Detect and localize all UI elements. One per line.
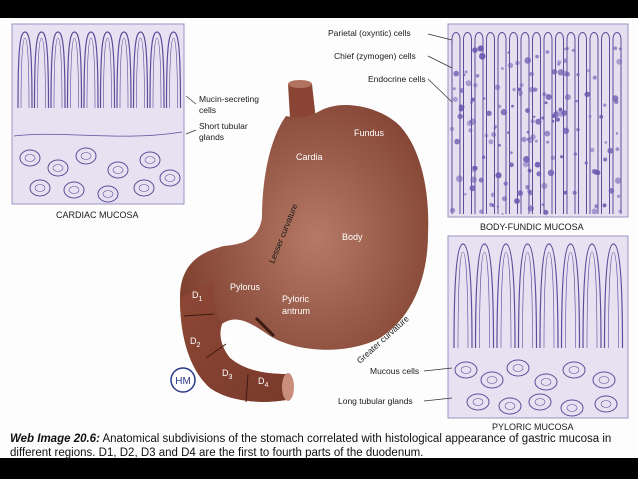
hm-logo: HM (170, 367, 196, 393)
stomach-body (180, 104, 429, 402)
mucous-cells-label: Mucous cells (370, 366, 419, 376)
pyloric-antrum-label-2: antrum (282, 306, 310, 316)
caption-title: Web Image 20.6: (10, 433, 100, 445)
parietal-label: Parietal (oxyntic) cells (328, 28, 411, 38)
cardiac-mucosa-panel (11, 23, 185, 205)
d2-label: D2 (190, 336, 201, 349)
d4-label: D4 (258, 376, 269, 389)
figure: Fundus Cardia Body Pylorus Pyloric antru… (0, 18, 638, 460)
cardiac-annotations: Mucin-secreting cells Short tubular glan… (185, 94, 259, 142)
body-label: Body (342, 232, 363, 242)
caption-text: Anatomical subdivisions of the stomach c… (10, 433, 612, 459)
pyloric-mucosa-caption: PYLORIC MUCOSA (492, 422, 574, 432)
body-fundic-mucosa-caption: BODY-FUNDIC MUCOSA (480, 222, 584, 232)
pyloric-mucosa-panel (447, 235, 629, 419)
chief-label: Chief (zymogen) cells (334, 51, 416, 61)
short-tubular-label-2: glands (199, 132, 224, 142)
cardia-label: Cardia (296, 152, 323, 162)
duodenum-labels: D1 D2 D3 D4 (190, 290, 269, 389)
stomach-diagram: Fundus Cardia Body Pylorus Pyloric antru… (11, 23, 629, 432)
fundic-annotations: Parietal (oxyntic) cells Chief (zymogen)… (328, 28, 453, 103)
pyloric-annotations: Mucous cells Long tubular glands (338, 366, 453, 406)
body-fundic-mucosa-panel (447, 23, 629, 218)
d1-label: D1 (192, 290, 203, 303)
pylorus-label: Pylorus (230, 282, 261, 292)
long-tubular-label: Long tubular glands (338, 396, 413, 406)
stomach (180, 80, 429, 403)
mucin-secreting-label-1: Mucin-secreting (199, 94, 259, 104)
pyloric-antrum-label-1: Pyloric (282, 294, 310, 304)
short-tubular-label-1: Short tubular (199, 121, 248, 131)
endocrine-label: Endocrine cells (368, 74, 426, 84)
d3-label: D3 (222, 368, 233, 381)
figure-caption: Web Image 20.6: Anatomical subdivisions … (10, 432, 630, 460)
fundus-label: Fundus (354, 128, 385, 138)
cardiac-mucosa-caption: CARDIAC MUCOSA (56, 210, 139, 220)
mucin-secreting-label-2: cells (199, 105, 216, 115)
svg-text:HM: HM (175, 376, 191, 387)
